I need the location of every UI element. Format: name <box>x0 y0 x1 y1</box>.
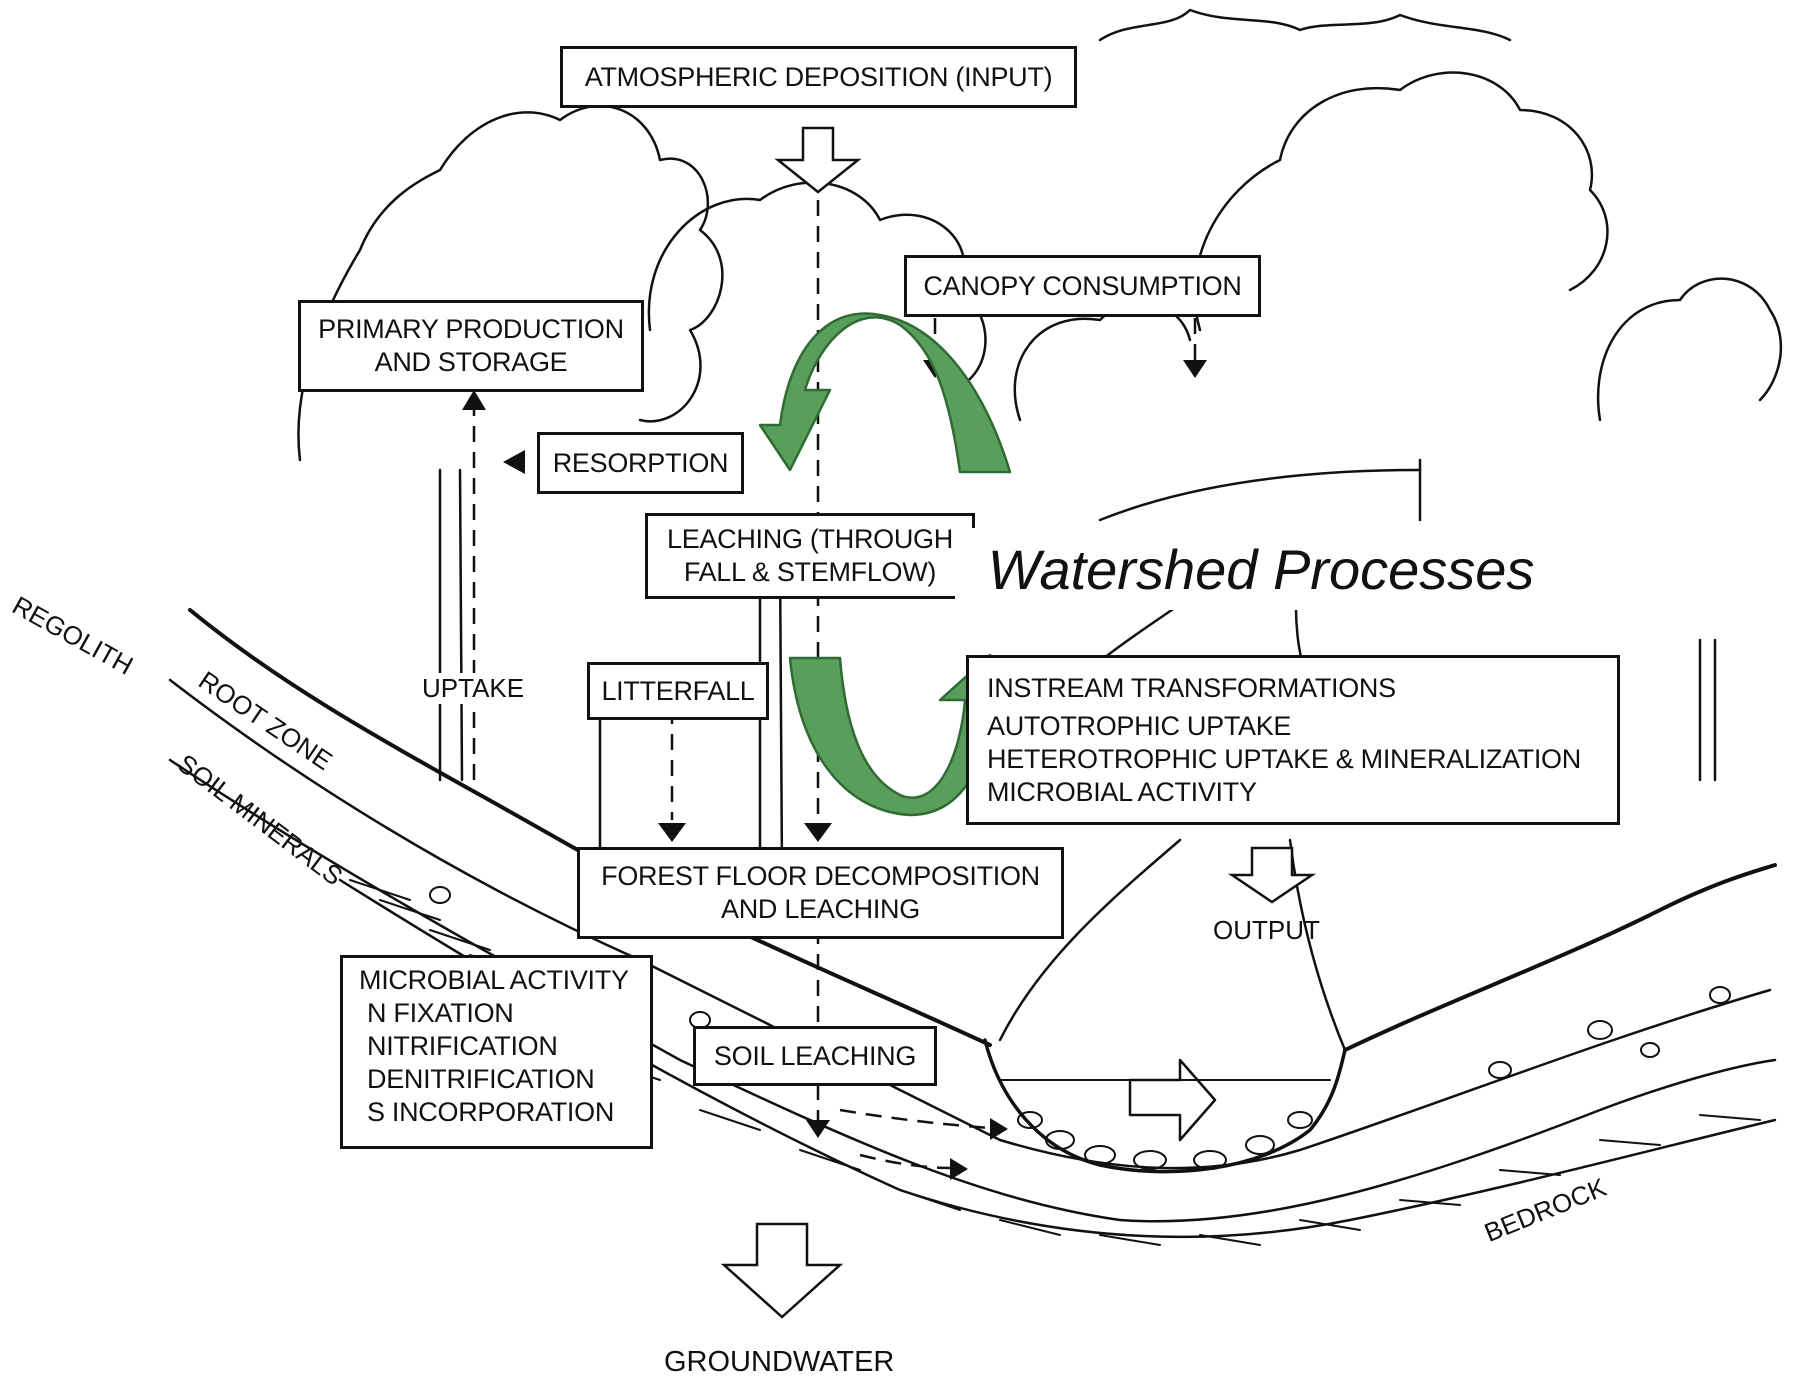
primary-production-line-1: PRIMARY PRODUCTION <box>318 313 624 346</box>
leaching-box: LEACHING (THROUGH FALL & STEMFLOW) <box>645 513 975 599</box>
atmospheric-deposition-label: ATMOSPHERIC DEPOSITION (INPUT) <box>585 61 1053 94</box>
flow-line-soil-2 <box>860 1155 950 1168</box>
leaching-line-2: FALL & STEMFLOW) <box>684 556 936 589</box>
leaching-line-1: LEACHING (THROUGH <box>667 523 953 556</box>
microbial-line-5: S INCORPORATION <box>359 1096 650 1129</box>
litterfall-box: LITTERFALL <box>587 662 769 720</box>
forest-floor-line-1: FOREST FLOOR DECOMPOSITION <box>601 860 1040 893</box>
microbial-line-1: MICROBIAL ACTIVITY <box>359 964 650 997</box>
microbial-line-3: NITRIFICATION <box>359 1030 650 1063</box>
groundwater-label: GROUNDWATER <box>664 1346 894 1379</box>
treeline-top <box>1100 10 1510 40</box>
atmospheric-deposition-box: ATMOSPHERIC DEPOSITION (INPUT) <box>560 46 1077 108</box>
instream-transformations-box: INSTREAM TRANSFORMATIONS AUTOTROPHIC UPT… <box>966 655 1620 825</box>
uptake-label: UPTAKE <box>420 673 526 704</box>
output-label: OUTPUT <box>1213 915 1320 946</box>
arrowhead-soil-2 <box>950 1158 968 1180</box>
instream-line-3: HETEROTROPHIC UPTAKE & MINERALIZATION <box>987 743 1617 776</box>
input-arrow <box>778 128 858 192</box>
instream-line-1: INSTREAM TRANSFORMATIONS <box>987 672 1617 705</box>
resorption-box: RESORPTION <box>537 432 744 494</box>
resorption-label: RESORPTION <box>553 447 729 480</box>
microbial-activity-box: MICROBIAL ACTIVITY N FIXATION NITRIFICAT… <box>340 955 653 1149</box>
arrowhead-canopy-right <box>1183 360 1207 378</box>
hill-right <box>1100 470 1420 520</box>
arrowhead-leaching <box>804 823 832 842</box>
cycle-arrow-upper <box>760 313 1010 472</box>
tree-canopy-left <box>298 106 722 460</box>
canopy-consumption-label: CANOPY CONSUMPTION <box>923 270 1241 303</box>
soil-leaching-label: SOIL LEACHING <box>714 1040 916 1073</box>
groundwater-arrow <box>724 1224 840 1317</box>
arrowhead-soil-1 <box>990 1118 1008 1140</box>
output-arrow <box>1232 848 1312 902</box>
forest-floor-line-2: AND LEACHING <box>721 893 920 926</box>
arrowhead-soil-down <box>806 1120 830 1138</box>
primary-production-box: PRIMARY PRODUCTION AND STORAGE <box>298 300 644 392</box>
tree-canopy-mid-right <box>1015 303 1190 420</box>
litterfall-label: LITTERFALL <box>601 675 754 708</box>
title-banner: Watershed Processes <box>955 528 1567 610</box>
arrowhead-resorption <box>503 450 525 474</box>
flow-line-soil-1 <box>840 1110 990 1128</box>
tree-canopy-far-right <box>1598 279 1781 420</box>
soil-leaching-box: SOIL LEACHING <box>693 1026 937 1086</box>
arrowhead-uptake <box>462 390 486 410</box>
microbial-line-2: N FIXATION <box>359 997 650 1030</box>
forest-floor-box: FOREST FLOOR DECOMPOSITION AND LEACHING <box>577 847 1064 939</box>
arrowhead-litterfall <box>658 823 686 842</box>
instream-line-2: AUTOTROPHIC UPTAKE <box>987 710 1617 743</box>
primary-production-line-2: AND STORAGE <box>375 346 568 379</box>
stream-flow-arrow <box>1130 1060 1215 1140</box>
microbial-line-4: DENITRIFICATION <box>359 1063 650 1096</box>
ground-surface-right <box>1345 865 1775 1050</box>
diagram-title: Watershed Processes <box>988 537 1535 602</box>
canopy-consumption-box: CANOPY CONSUMPTION <box>904 255 1261 317</box>
instream-line-4: MICROBIAL ACTIVITY <box>987 776 1617 809</box>
